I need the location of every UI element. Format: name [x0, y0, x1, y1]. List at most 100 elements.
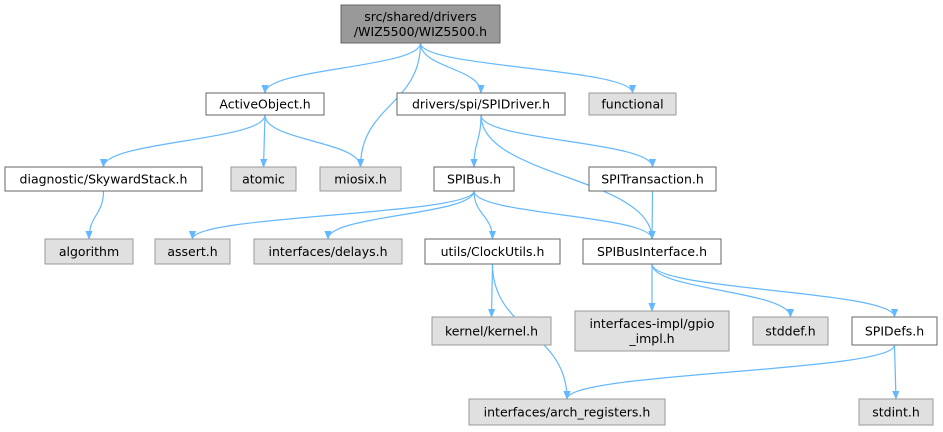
edge-spibus-to-clockutils: [473, 190, 497, 240]
node-box: [468, 398, 666, 426]
node-box: [424, 238, 561, 265]
node-box: [253, 238, 403, 265]
edge-line: [470, 114, 482, 168]
node-skywardstack[interactable]: diagnostic/SkywardStack.h: [4, 166, 203, 192]
edge-activeobject-to-miosix: [264, 114, 365, 168]
node-label: stddef.h: [765, 324, 815, 339]
edge-spibusinterface-to-stddef: [651, 263, 795, 318]
node-box: [396, 92, 566, 116]
edge-spibus-to-spibusinterface: [473, 190, 656, 240]
node-box: [205, 92, 325, 116]
edge-line: [99, 114, 266, 168]
node-box: [574, 310, 730, 352]
node-label: src/shared/drivers: [364, 9, 477, 24]
node-spidriver[interactable]: drivers/spi/SPIDriver.h: [396, 92, 566, 116]
node-label: _impl.h: [628, 331, 674, 346]
edge-line: [419, 42, 637, 94]
edge-spitransaction-to-spibusinterface: [648, 190, 656, 240]
node-label: atomic: [242, 172, 285, 187]
node-box: [858, 398, 934, 426]
edge-line: [473, 190, 497, 240]
edge-spibus-to-delays: [324, 190, 475, 240]
edge-spibus-to-assert: [188, 190, 475, 240]
node-label: ActiveObject.h: [219, 97, 310, 112]
node-clockutils[interactable]: utils/ClockUtils.h: [424, 238, 561, 265]
edge-spidriver-to-spibus: [470, 114, 482, 168]
node-assert: assert.h: [154, 238, 231, 265]
edge-spidefs-to-archregisters: [563, 344, 896, 400]
node-box: [230, 166, 297, 192]
node-label: interfaces/delays.h: [268, 244, 387, 259]
node-label: diagnostic/SkywardStack.h: [20, 172, 188, 187]
node-layer: src/shared/drivers/WIZ5500/WIZ5500.hActi…: [4, 4, 938, 426]
edge-line: [480, 114, 657, 168]
edge-line: [356, 42, 422, 168]
node-miosix: miosix.h: [319, 166, 402, 192]
node-box: [154, 238, 231, 265]
edge-line: [264, 114, 365, 168]
node-label: kernel/kernel.h: [445, 324, 538, 339]
edge-line: [480, 114, 656, 240]
edge-root-to-spidriver: [419, 42, 485, 94]
node-box: [582, 238, 722, 265]
node-label: SPIBusInterface.h: [597, 244, 707, 259]
node-kernel: kernel/kernel.h: [431, 316, 552, 346]
edge-line: [261, 42, 422, 94]
node-label: /WIZ5500/WIZ5500.h: [354, 24, 487, 39]
edge-line: [188, 190, 475, 240]
node-label: SPITransaction.h: [601, 172, 704, 187]
node-stdint: stdint.h: [858, 398, 934, 426]
node-stddef: stddef.h: [752, 316, 829, 346]
node-label: interfaces/arch_registers.h: [484, 405, 651, 420]
node-spibusinterface[interactable]: SPIBusInterface.h: [582, 238, 722, 265]
node-box: [340, 4, 501, 44]
node-label: utils/ClockUtils.h: [441, 244, 545, 259]
node-activeobject[interactable]: ActiveObject.h: [205, 92, 325, 116]
edge-root-to-activeobject: [261, 42, 422, 94]
node-spidefs[interactable]: SPIDefs.h: [851, 316, 938, 346]
edge-line: [892, 344, 900, 400]
node-spitransaction[interactable]: SPITransaction.h: [588, 166, 717, 192]
node-gpioimpl: interfaces-impl/gpio_impl.h: [574, 310, 730, 352]
edge-skywardstack-to-algorithm: [85, 190, 105, 240]
edge-root-to-miosix: [356, 42, 422, 168]
node-functional: functional: [588, 92, 677, 116]
node-box: [851, 316, 938, 346]
node-label: functional: [601, 97, 663, 112]
edge-spidefs-to-stdint: [892, 344, 900, 400]
node-label: interfaces-impl/gpio: [589, 316, 714, 331]
edge-line: [651, 263, 899, 318]
node-box: [431, 316, 552, 346]
edge-line: [563, 344, 896, 400]
edge-line: [85, 190, 105, 240]
node-label: SPIDefs.h: [865, 324, 924, 339]
edge-activeobject-to-atomic: [260, 114, 268, 168]
edge-line: [260, 114, 268, 168]
node-box: [433, 166, 515, 192]
node-label: miosix.h: [334, 172, 387, 187]
node-label: SPIBus.h: [447, 172, 501, 187]
node-box: [752, 316, 829, 346]
node-root[interactable]: src/shared/drivers/WIZ5500/WIZ5500.h: [340, 4, 501, 44]
edge-spidriver-to-spibusinterface: [480, 114, 656, 240]
edge-spidriver-to-spitransaction: [480, 114, 657, 168]
node-spibus[interactable]: SPIBus.h: [433, 166, 515, 192]
edge-clockutils-to-kernel: [488, 263, 496, 318]
node-box: [4, 166, 203, 192]
node-box: [588, 92, 677, 116]
node-label: assert.h: [167, 244, 217, 259]
node-label: algorithm: [59, 244, 119, 259]
node-delays: interfaces/delays.h: [253, 238, 403, 265]
node-label: drivers/spi/SPIDriver.h: [412, 97, 550, 112]
edge-line: [648, 190, 656, 240]
node-box: [588, 166, 717, 192]
edge-line: [488, 263, 496, 318]
edge-line: [324, 190, 475, 240]
edge-line: [651, 263, 795, 318]
node-atomic: atomic: [230, 166, 297, 192]
node-box: [319, 166, 402, 192]
edge-line: [473, 190, 656, 240]
node-label: stdint.h: [872, 405, 920, 420]
node-algorithm: algorithm: [44, 238, 134, 265]
